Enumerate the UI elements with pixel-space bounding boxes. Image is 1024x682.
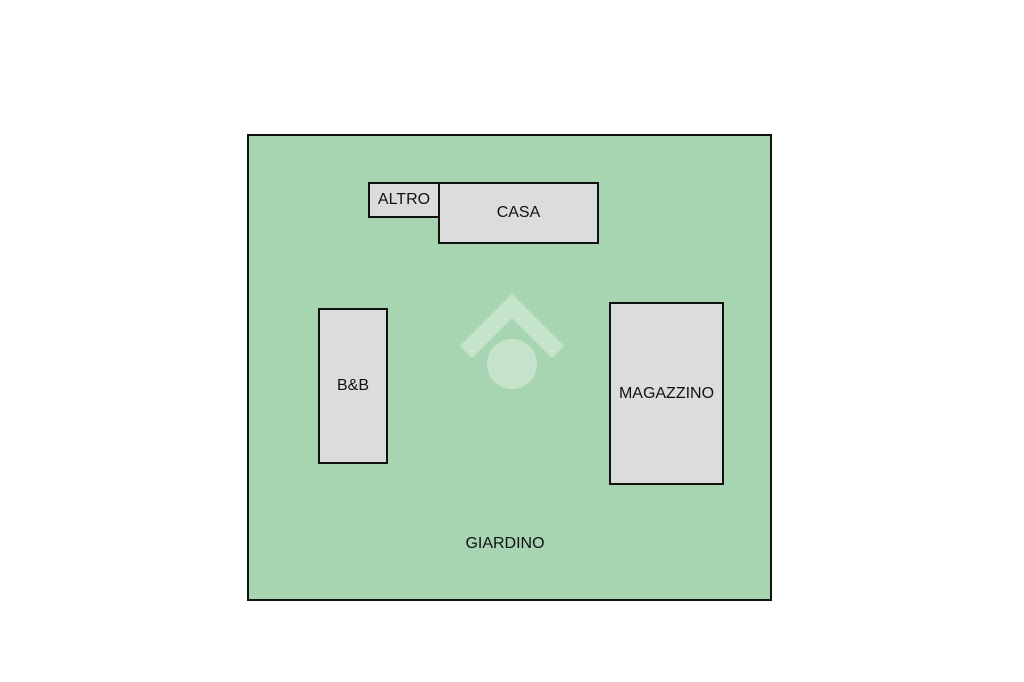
room-bnb-label: B&B <box>336 377 369 394</box>
room-altro-label: ALTRO <box>377 191 431 208</box>
room-casa: CASA <box>438 182 599 244</box>
room-bnb: B&B <box>318 308 388 464</box>
room-magazzino: MAGAZZINO <box>609 302 724 485</box>
garden-label: GIARDINO <box>465 535 545 552</box>
room-altro: ALTRO <box>368 182 440 218</box>
house-logo-icon <box>458 292 566 392</box>
room-casa-label: CASA <box>496 204 541 221</box>
room-magazzino-label: MAGAZZINO <box>618 384 715 402</box>
